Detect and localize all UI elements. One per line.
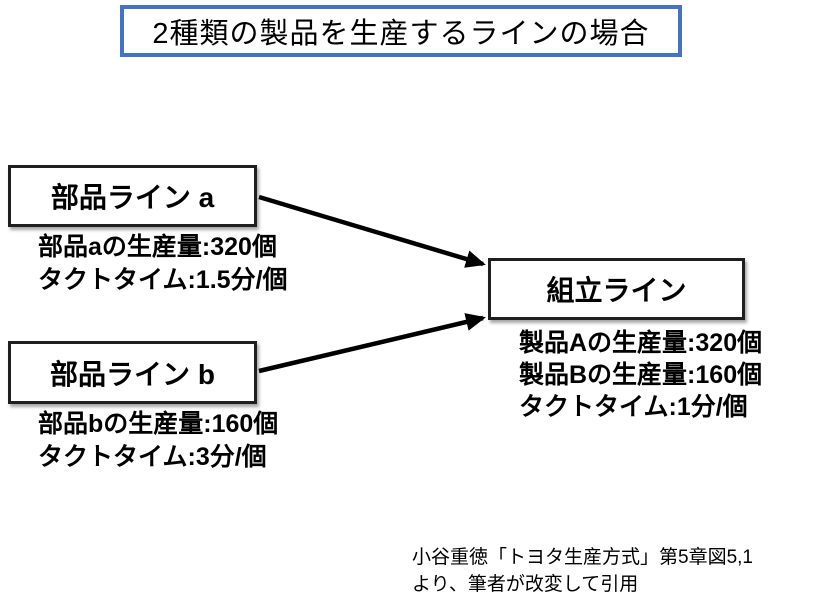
citation: 小谷重徳「トヨタ生産方式」第5章図5,1 より、筆者が改変して引用 (412, 544, 753, 598)
arrow-parts-b-to-assembly-icon (258, 313, 486, 374)
citation-line-2: より、筆者が改変して引用 (412, 574, 639, 595)
assembly-line-box: 組立ライン (488, 258, 745, 320)
page-title: 2種類の製品を生産するラインの場合 (152, 18, 650, 50)
parts-line-a-stats: 部品aの生産量:320個 タクトタイム:1.5分/個 (38, 231, 288, 297)
parts-line-b-takt-time: タクトタイム:3分/個 (38, 443, 267, 471)
citation-line-1: 小谷重徳「トヨタ生産方式」第5章図5,1 (412, 547, 753, 568)
parts-line-b-output: 部品bの生産量:160個 (38, 410, 279, 438)
arrow-parts-a-to-assembly-icon (258, 194, 486, 268)
title-box: 2種類の製品を生産するラインの場合 (120, 5, 682, 57)
parts-line-a-label: 部品ライン a (50, 182, 215, 213)
assembly-product-a-output: 製品Aの生産量:320個 (519, 329, 763, 357)
assembly-line-label: 組立ライン (546, 275, 687, 306)
assembly-product-b-output: 製品Bの生産量:160個 (519, 361, 763, 389)
parts-line-b-stats: 部品bの生産量:160個 タクトタイム:3分/個 (38, 408, 278, 474)
parts-line-a-output: 部品aの生産量:320個 (38, 233, 277, 261)
assembly-takt-time: タクトタイム:1分/個 (519, 393, 748, 421)
parts-line-a-takt-time: タクトタイム:1.5分/個 (38, 266, 288, 294)
parts-line-b-label: 部品ライン b (50, 358, 215, 390)
parts-line-b-box: 部品ライン b (8, 341, 257, 404)
parts-line-a-box: 部品ライン a (8, 165, 257, 227)
assembly-line-stats: 製品Aの生産量:320個 製品Bの生産量:160個 タクトタイム:1分/個 (519, 327, 762, 423)
